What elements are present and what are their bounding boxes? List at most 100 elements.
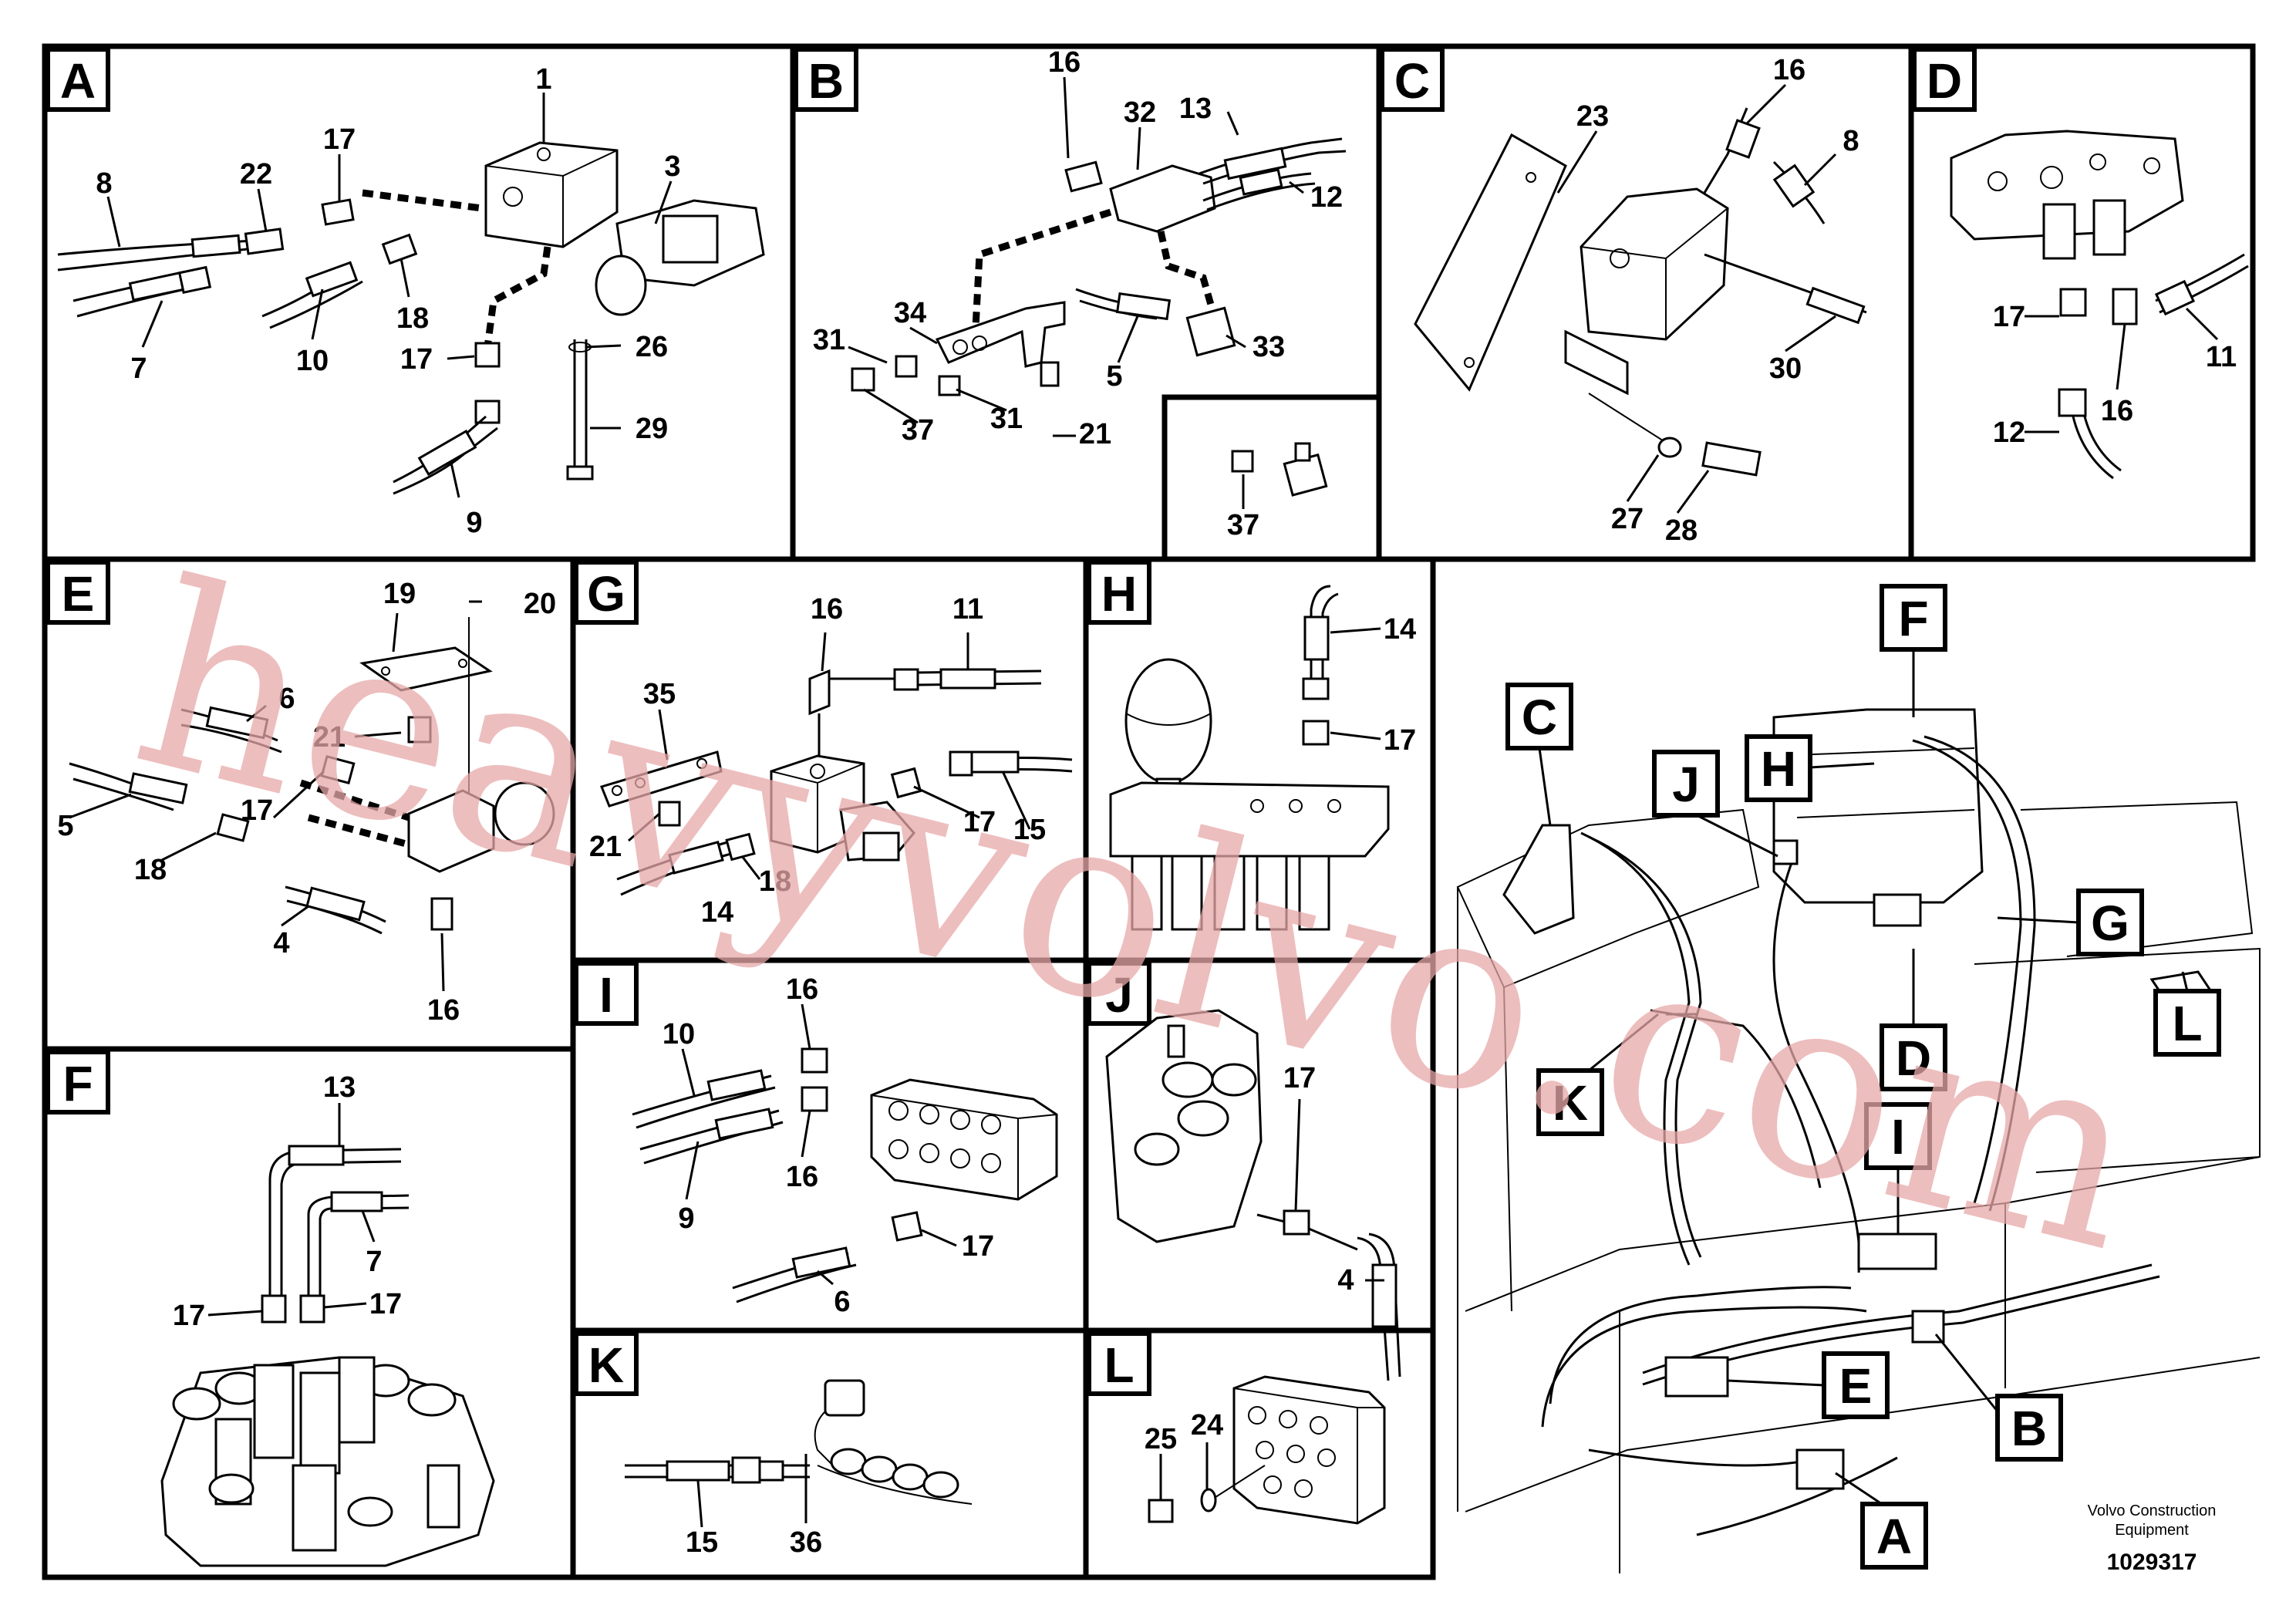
panel-f-callouts: 13 7 17 17 (173, 1071, 402, 1332)
svg-text:17: 17 (963, 806, 996, 838)
panel-l-callouts: 25 24 (1145, 1409, 1223, 1455)
svg-text:16: 16 (786, 973, 818, 1006)
panel-d-tag: D (1912, 47, 1977, 112)
svg-text:23: 23 (1576, 100, 1609, 133)
panel-i-drawing (632, 1003, 1058, 1303)
svg-text:5: 5 (1106, 360, 1122, 393)
panel-j-callouts: 17 4 (1283, 1062, 1354, 1297)
svg-text:5: 5 (57, 810, 73, 842)
panel-b-inset-callout: 37 (1227, 509, 1259, 541)
panel-k-tag: K (574, 1331, 639, 1396)
svg-text:7: 7 (366, 1246, 382, 1278)
panel-e-drawing (69, 600, 555, 992)
svg-text:Volvo Construction: Volvo Construction (2088, 1502, 2217, 1519)
panel-b-inset-frame (1161, 394, 1382, 562)
svg-text:3: 3 (664, 150, 680, 183)
panel-h-tag: H (1087, 560, 1151, 625)
svg-text:12: 12 (1993, 416, 2025, 449)
svg-text:L: L (1104, 1337, 1134, 1393)
panel-k-callouts: 15 36 (686, 1526, 822, 1559)
svg-text:21: 21 (1079, 418, 1111, 450)
overview-tag-j: J (1652, 750, 1778, 858)
svg-text:20: 20 (524, 588, 556, 620)
svg-text:C: C (1394, 53, 1430, 109)
svg-text:7: 7 (130, 352, 147, 385)
svg-text:17: 17 (369, 1288, 402, 1320)
svg-text:34: 34 (894, 297, 926, 329)
svg-text:22: 22 (240, 158, 272, 191)
svg-text:I: I (599, 967, 613, 1023)
footer-brand: Volvo Construction Equipment (2088, 1502, 2217, 1539)
svg-text:14: 14 (701, 896, 733, 929)
svg-text:17: 17 (173, 1300, 205, 1332)
svg-text:8: 8 (96, 167, 112, 200)
svg-text:29: 29 (636, 413, 668, 445)
overview-tag-e: E (1727, 1351, 1890, 1419)
svg-text:17: 17 (241, 794, 273, 827)
overview-drawing (1456, 708, 2261, 1573)
svg-text:9: 9 (466, 507, 482, 539)
panel-f-drawing (160, 1103, 495, 1567)
svg-text:G: G (587, 566, 625, 622)
panel-j-tag: J (1087, 961, 1151, 1026)
svg-text:17: 17 (400, 343, 433, 376)
svg-text:A: A (1876, 1509, 1912, 1564)
svg-text:11: 11 (2206, 341, 2237, 373)
svg-text:4: 4 (1337, 1264, 1354, 1297)
panel-j-drawing (1105, 1009, 1401, 1381)
svg-text:15: 15 (1013, 814, 1046, 846)
svg-text:35: 35 (643, 678, 676, 710)
svg-text:17: 17 (962, 1230, 994, 1263)
panel-g-callouts: 16 11 35 17 15 21 18 14 (589, 593, 1046, 929)
svg-text:24: 24 (1191, 1409, 1223, 1442)
svg-text:21: 21 (313, 721, 346, 754)
overview-tag-l: L (2153, 971, 2221, 1057)
overview-tag-a: A (1835, 1472, 1928, 1570)
svg-text:17: 17 (1993, 301, 2025, 333)
svg-text:17: 17 (1384, 724, 1416, 757)
panel-a-drawing (57, 93, 765, 498)
svg-text:33: 33 (1253, 331, 1285, 363)
svg-text:L: L (2172, 996, 2202, 1051)
svg-text:17: 17 (1283, 1062, 1316, 1094)
overview-tag-b: B (1934, 1334, 2063, 1462)
svg-text:27: 27 (1611, 503, 1644, 535)
svg-text:K: K (1553, 1075, 1588, 1131)
svg-text:C: C (1522, 690, 1557, 745)
panel-g-drawing (599, 632, 1073, 896)
overview-tag-d: D (1880, 949, 1947, 1091)
svg-text:G: G (2091, 895, 2129, 951)
svg-text:10: 10 (663, 1018, 695, 1050)
panel-h-callouts: 14 17 (1384, 613, 1416, 757)
svg-text:21: 21 (589, 831, 622, 863)
svg-text:31: 31 (990, 403, 1023, 435)
svg-text:F: F (62, 1056, 93, 1111)
svg-text:D: D (1927, 53, 1962, 109)
svg-text:H: H (1101, 566, 1137, 622)
overview-tag-g: G (1997, 889, 2144, 956)
svg-text:16: 16 (1048, 46, 1081, 79)
panel-b-tag: B (794, 47, 858, 112)
svg-text:H: H (1761, 741, 1796, 797)
overview-tag-k: K (1536, 1013, 1659, 1136)
panel-c-callouts: 23 16 8 30 27 28 (1576, 54, 1859, 547)
panel-f-tag: F (46, 1050, 110, 1114)
svg-text:16: 16 (427, 994, 460, 1027)
svg-text:28: 28 (1665, 514, 1698, 547)
overview-tag-h: H (1745, 734, 1875, 802)
svg-text:16: 16 (811, 593, 843, 626)
document-number: 1029317 (2107, 1549, 2197, 1575)
svg-text:13: 13 (1179, 93, 1212, 125)
svg-text:Equipment: Equipment (2115, 1522, 2189, 1539)
svg-text:18: 18 (759, 865, 791, 898)
panel-e-callouts: 19 20 6 21 5 17 18 4 16 (57, 578, 556, 1027)
svg-text:31: 31 (813, 324, 845, 356)
svg-text:B: B (2011, 1401, 2047, 1456)
panel-l-tag: L (1087, 1331, 1151, 1396)
panel-a-callouts: 1 3 8 22 17 7 10 18 17 26 29 9 (96, 63, 680, 539)
svg-text:26: 26 (636, 331, 668, 363)
panel-k-drawing (625, 1379, 973, 1528)
svg-text:16: 16 (786, 1161, 818, 1193)
panel-b-callouts: 16 32 13 12 34 31 33 5 31 37 21 (813, 46, 1343, 450)
panel-k-frame (570, 1327, 1089, 1580)
